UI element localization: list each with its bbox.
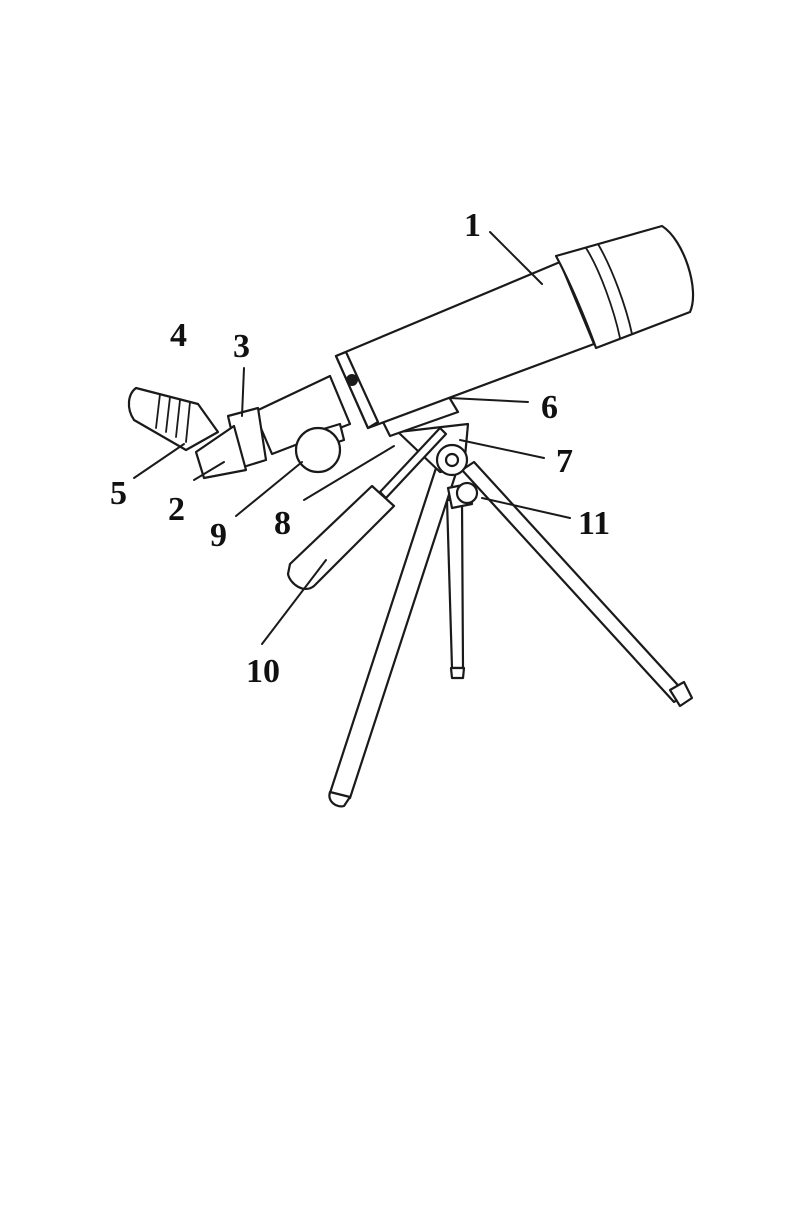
label-2: 2 [168,491,185,528]
label-11: 11 [578,505,610,542]
label-8: 8 [274,505,291,542]
label-7: 7 [556,443,573,480]
leader-5 [134,444,184,478]
leader-7 [460,440,544,458]
eyepiece-barrel [129,388,218,450]
eyepiece-assembly [129,388,266,478]
finder-screw [346,374,358,386]
handle-grip [288,486,394,589]
label-6: 6 [541,389,558,426]
focuser [254,376,350,472]
altitude-lock-knob-center [446,454,458,466]
label-3: 3 [233,328,250,365]
label-5: 5 [110,475,127,512]
tripod-leg-right [462,462,686,702]
tripod-leg-back [447,500,463,668]
leader-1 [490,232,542,284]
label-4: 4 [170,317,187,354]
tripod-leg-back-foot [451,668,464,678]
label-1: 1 [464,207,481,244]
label-10: 10 [246,653,280,690]
label-9: 9 [210,517,227,554]
focus-knob [296,428,340,472]
leader-6 [450,398,528,402]
leader-11 [482,498,570,518]
leg-spreader-knob-head [457,483,477,503]
leader-3 [242,368,244,416]
